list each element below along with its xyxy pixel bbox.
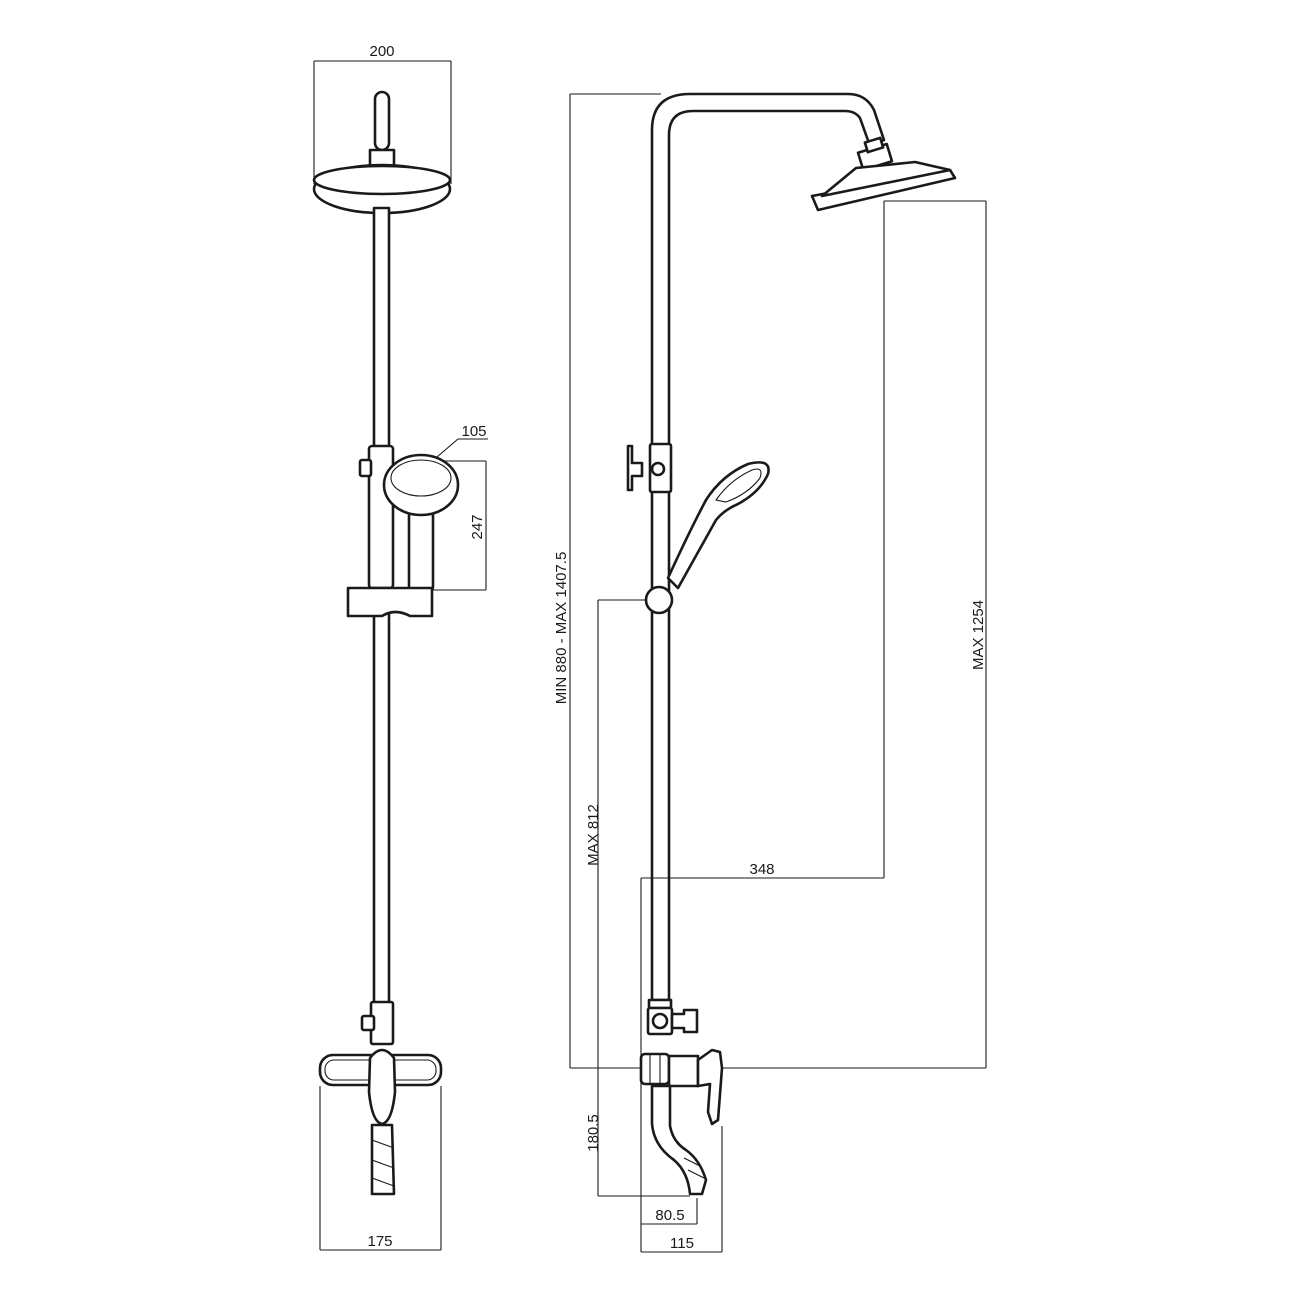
diverter-knob-front: [360, 1014, 376, 1032]
dim-spout-drop-label: 180.5: [585, 1114, 602, 1152]
dim-total-height-label: MIN 880 - MAX 1407.5: [553, 552, 570, 705]
dim-spout-projection-label: 80.5: [655, 1207, 684, 1224]
dim-head-height-label: MAX 1254: [970, 600, 987, 670]
dim-head-projection-label: 348: [749, 861, 774, 878]
dim-spout-projection: 80.5: [641, 1198, 698, 1225]
dim-total-height: MIN 880 - MAX 1407.5: [553, 93, 661, 1069]
front-view: 200 105: [312, 43, 488, 1251]
mixer-side: [639, 1048, 724, 1126]
slider-knob-side: [626, 444, 644, 492]
diverter-side: [646, 998, 699, 1036]
rain-head-front: [312, 163, 452, 215]
hand-shower-front: [382, 453, 460, 593]
head-nut-neck-side: [863, 136, 885, 154]
side-view: MIN 880 - MAX 1407.5 MAX 812: [553, 92, 987, 1253]
hand-shower-side: [666, 461, 770, 590]
rain-head-side: [810, 160, 957, 212]
holder-ball-side: [644, 585, 674, 615]
dim-slider-height-label: MAX 812: [585, 804, 602, 866]
spout-side: [650, 1084, 708, 1196]
dim-mixer-projection: 115: [641, 1126, 723, 1253]
spout-front: [370, 1123, 396, 1196]
dim-spout-drop: 180.5: [585, 1114, 690, 1197]
dim-handshower-width: 105: [436, 423, 488, 458]
dim-head-width-label: 200: [369, 43, 394, 60]
slider-screw-side: [650, 461, 666, 477]
shower-arm-nut-front: [368, 148, 396, 168]
dim-mixer-width-label: 175: [367, 1233, 392, 1250]
dim-head-projection: 348: [640, 201, 885, 1252]
mixer-front: [318, 1048, 443, 1126]
dim-mixer-width: 175: [319, 1086, 442, 1251]
shower-arm-front: [373, 90, 391, 152]
dim-handshower-height: 247: [432, 460, 487, 591]
dim-handshower-width-label: 105: [461, 423, 486, 440]
dim-head-width: 200: [313, 43, 452, 184]
dim-mixer-projection-label: 115: [670, 1235, 694, 1252]
dim-slider-height: MAX 812: [585, 599, 646, 1196]
dim-handshower-height-label: 247: [469, 514, 486, 539]
slider-knob-front: [358, 458, 373, 478]
holder-bracket-front: [346, 586, 434, 618]
dim-head-height: MAX 1254: [716, 200, 987, 1069]
